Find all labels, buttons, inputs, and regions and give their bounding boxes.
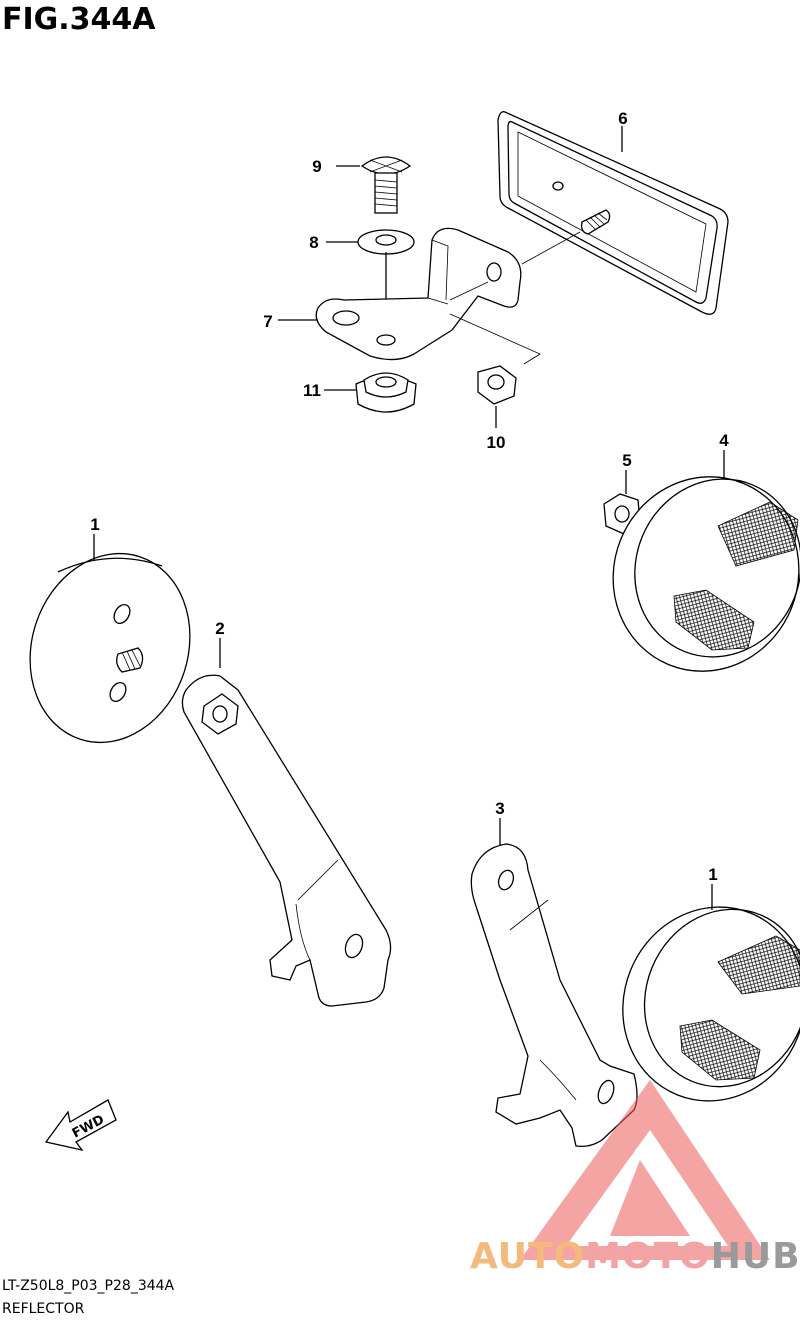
part-1-reflector-back <box>29 534 191 744</box>
callout-8: 8 <box>309 233 318 252</box>
diagram-name: REFLECTOR <box>2 1301 85 1317</box>
callout-4: 4 <box>719 431 729 450</box>
callout-6: 6 <box>618 109 627 128</box>
part-2-left-bracket <box>181 638 392 1007</box>
watermark-logo-triangle <box>520 1080 770 1260</box>
part-3-right-bracket <box>470 818 638 1148</box>
part-4-round-reflector <box>612 450 800 672</box>
part-6-rect-reflector <box>497 111 729 315</box>
part-11-flange-nut <box>324 372 417 413</box>
callout-10: 10 <box>487 433 506 452</box>
watermark-brand: AUTOMOTOHUB <box>470 1236 800 1277</box>
callout-11: 11 <box>303 381 321 400</box>
callout-2: 2 <box>215 619 224 638</box>
callout-9: 9 <box>312 157 321 176</box>
diagram-code: LT-Z50L8_P03_P28_344A <box>2 1278 175 1294</box>
part-10-nut <box>477 365 517 428</box>
callout-1-right: 1 <box>708 865 717 884</box>
fwd-direction-arrow: FWD <box>44 1099 117 1152</box>
part-9-screw <box>336 156 412 214</box>
callout-7: 7 <box>263 312 272 331</box>
callout-1-left: 1 <box>90 515 99 534</box>
callout-3: 3 <box>495 799 504 818</box>
part-7-bracket <box>278 227 581 365</box>
callout-5: 5 <box>622 451 631 470</box>
part-1-round-reflector <box>622 884 800 1102</box>
part-8-washer <box>326 229 415 312</box>
figure-title: FIG.344A <box>2 2 156 37</box>
